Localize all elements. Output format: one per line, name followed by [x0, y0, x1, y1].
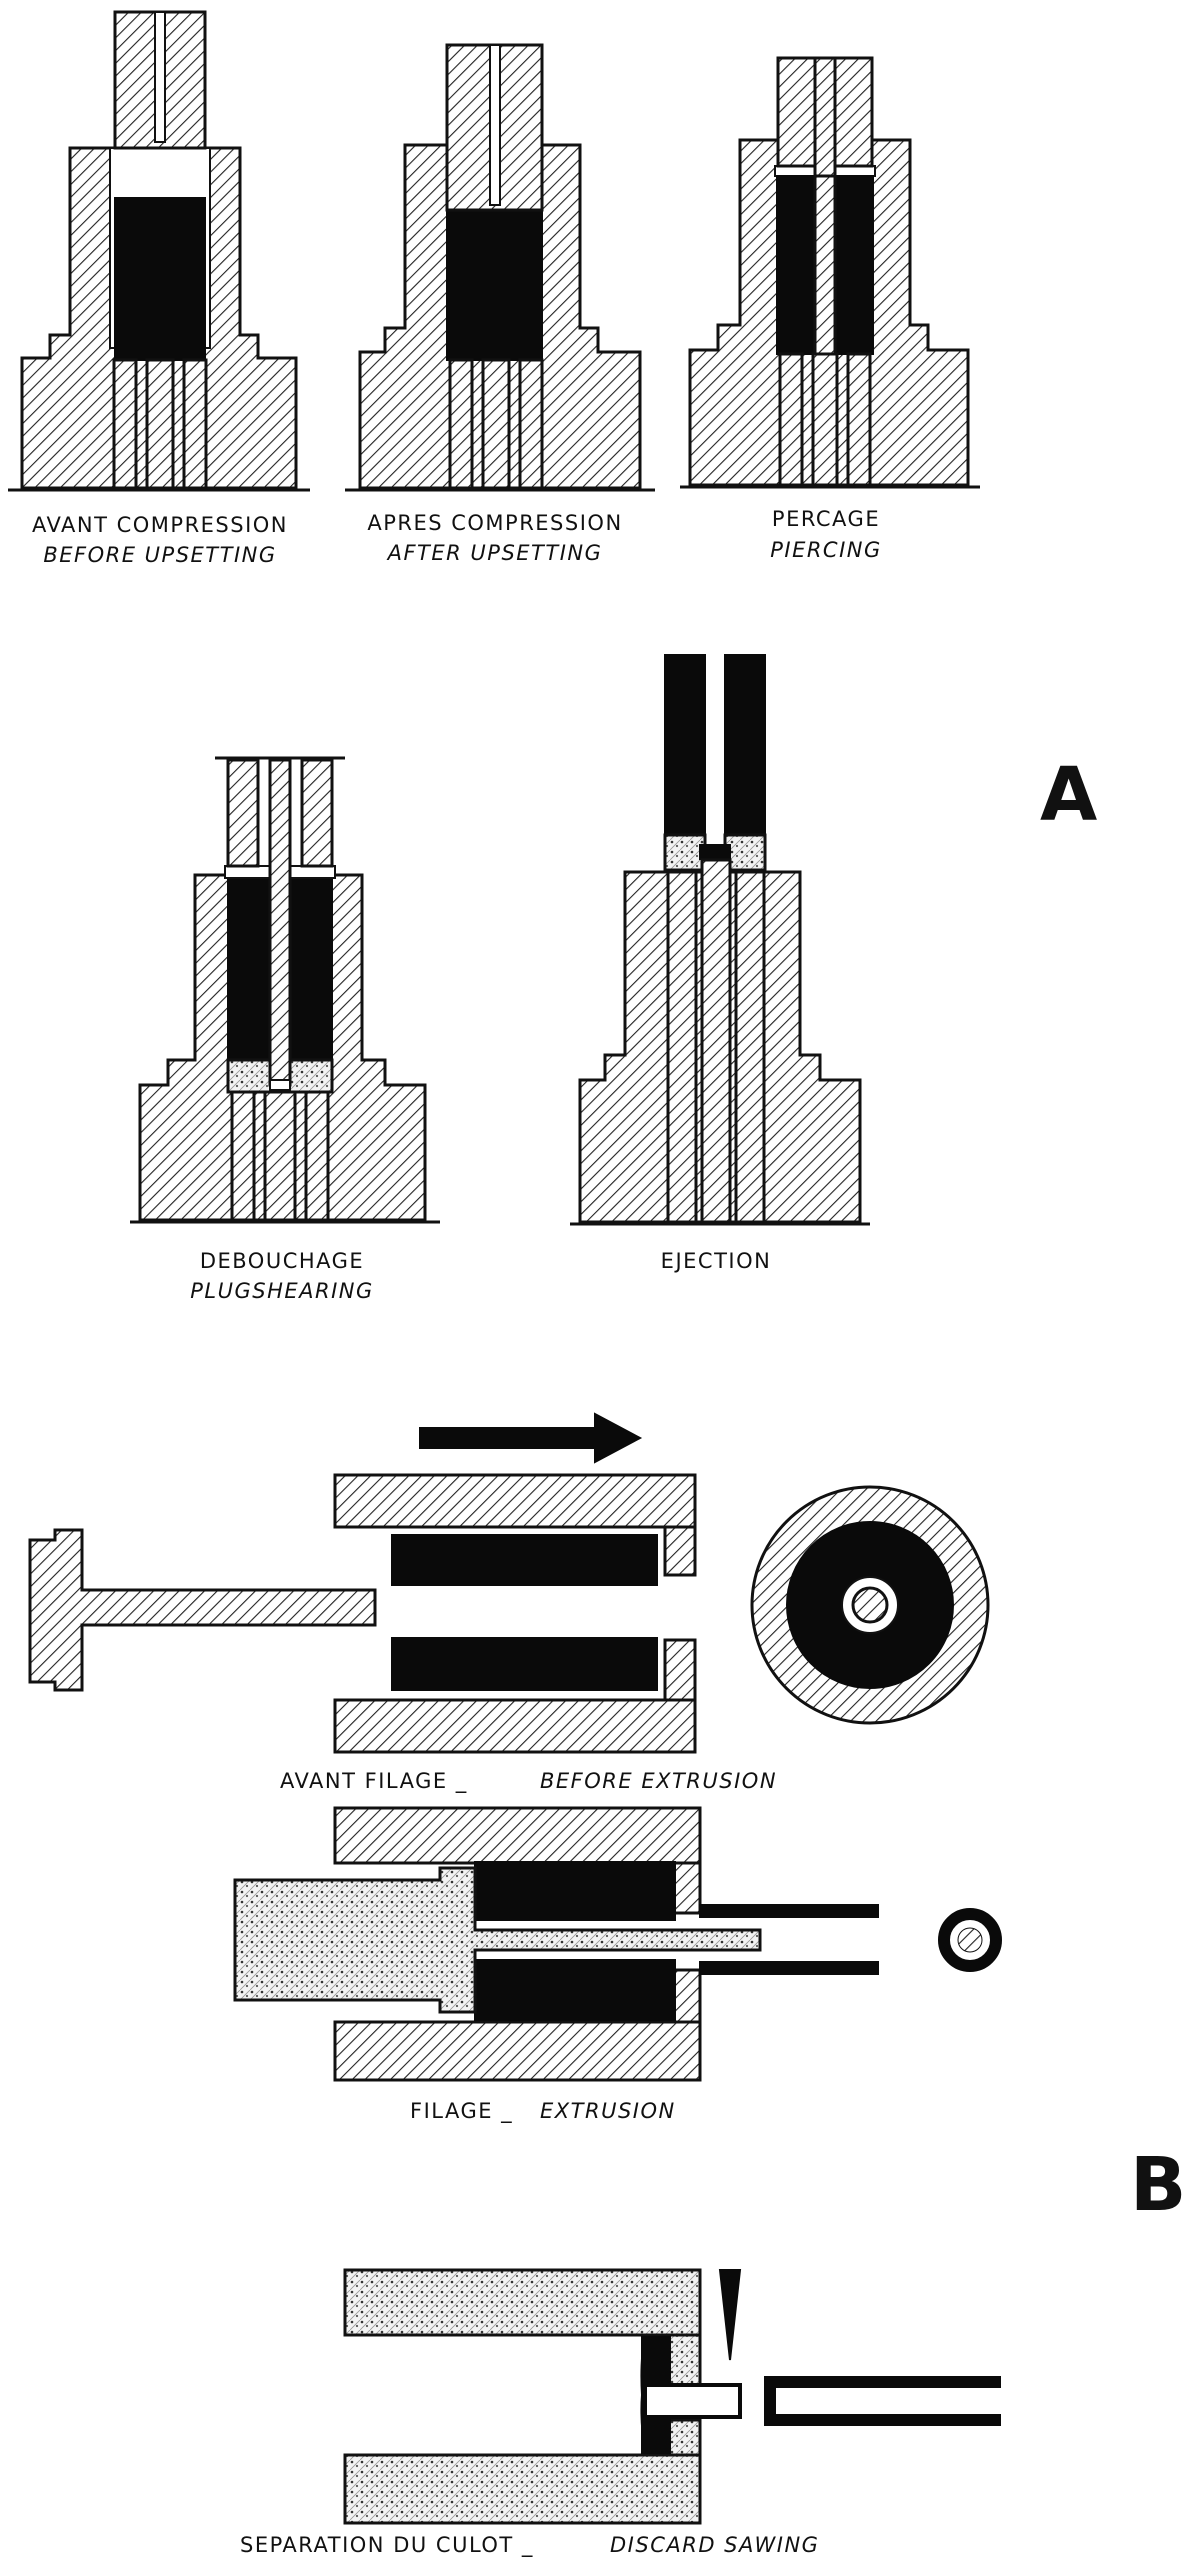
mandrel-center: [263, 1090, 297, 1222]
container-top: [333, 1473, 697, 1529]
tube-core-section: [957, 1927, 983, 1953]
container-top: [333, 1806, 702, 1865]
step-label-fr: AVANT COMPRESSION: [32, 513, 288, 537]
step-label-en: BEFORE EXTRUSION: [540, 1769, 777, 1793]
container-bottom: [343, 2453, 702, 2525]
mandrel-right: [304, 1090, 330, 1222]
container-lip-bottom: [663, 1638, 697, 1702]
step-label-fr: FILAGE _: [410, 2099, 513, 2124]
step-discard-sawing: SEPARATION DU CULOT _ DISCARD SAWING: [240, 2268, 1001, 2558]
container-bottom: [333, 1698, 697, 1754]
tube-top: [764, 2376, 1001, 2388]
container-lip-top: [663, 1525, 697, 1577]
step-label-en: AFTER UPSETTING: [386, 541, 603, 565]
billet-bottom: [474, 1959, 676, 2021]
step-after-upsetting: APRES COMPRESSION AFTER UPSETTING: [345, 43, 655, 565]
mandrel-right: [518, 358, 544, 490]
extruded-tube-top: [699, 1904, 879, 1918]
step-label-fr: DEBOUCHAGE: [200, 1249, 364, 1273]
step-label-en: PIERCING: [770, 538, 882, 562]
mandrel-left: [778, 352, 804, 487]
step-label-en: PLUGSHEARING: [190, 1279, 374, 1303]
mandrel-left: [448, 358, 474, 490]
piercer: [268, 758, 292, 1087]
container-bottom: [333, 2020, 702, 2082]
step-before-extrusion: AVANT FILAGE _ BEFORE EXTRUSION: [28, 1412, 990, 1794]
tube-wall-left: [664, 654, 706, 836]
plug: [699, 844, 731, 860]
ejector-left: [666, 870, 698, 1224]
step-label-en: EXTRUSION: [540, 2099, 676, 2123]
billet: [114, 197, 206, 361]
step-piercing: PERCAGE PIERCING: [680, 56, 980, 562]
discard-bore: [643, 2383, 742, 2419]
mandrel-center: [145, 358, 175, 490]
extruded-tube-bottom: [699, 1961, 879, 1975]
saw-blade: [718, 2269, 742, 2361]
step-before-upsetting: AVANT COMPRESSION BEFORE UPSETTING: [8, 10, 310, 567]
step-label-en: BEFORE UPSETTING: [43, 543, 276, 567]
mandrel-right: [846, 352, 872, 487]
mandrel-tool: [28, 1528, 377, 1692]
step-label-fr: PERCAGE: [772, 507, 880, 531]
step-extrusion: FILAGE _ EXTRUSION: [233, 1806, 1002, 2124]
tube-cut-end: [764, 2376, 776, 2426]
mandrel-left: [230, 1090, 256, 1222]
tube-bottom: [764, 2414, 1001, 2426]
piercer-through-ram: [813, 56, 837, 178]
section-letter-b: B: [1130, 2142, 1186, 2228]
mandrel-center: [811, 352, 839, 487]
cross-section-mandrel: [851, 1586, 889, 1624]
billet: [446, 209, 543, 361]
direction-arrow: [419, 1412, 643, 1464]
ram-stem: [226, 758, 260, 868]
mandrel-right: [182, 358, 208, 490]
sheared-plug-gap: [269, 1079, 291, 1091]
step-label-fr: AVANT FILAGE _: [280, 1769, 468, 1794]
step-plugshearing: DEBOUCHAGE PLUGSHEARING: [130, 756, 440, 1303]
mandrel-center: [481, 358, 511, 490]
ejector-right: [734, 870, 766, 1224]
ram-slot: [489, 44, 501, 206]
ram-and-mandrel: [233, 1866, 762, 2014]
ram-stem: [300, 758, 334, 868]
step-label-fr: APRES COMPRESSION: [367, 511, 622, 535]
hollow-billet-bottom: [391, 1637, 658, 1691]
container-top: [343, 2268, 702, 2337]
billet-top: [474, 1861, 676, 1921]
ram-slot: [154, 11, 166, 143]
section-letter-a: A: [1040, 752, 1097, 838]
step-label-fr: EJECTION: [661, 1249, 772, 1273]
mandrel-left: [112, 358, 138, 490]
step-label-fr: SEPARATION DU CULOT _: [240, 2533, 534, 2558]
step-ejection: EJECTION: [570, 654, 870, 1273]
step-label-en: DISCARD SAWING: [610, 2533, 819, 2557]
hollow-billet-top: [391, 1534, 658, 1586]
tube-wall-right: [724, 654, 766, 836]
ejector-center: [700, 858, 732, 1224]
